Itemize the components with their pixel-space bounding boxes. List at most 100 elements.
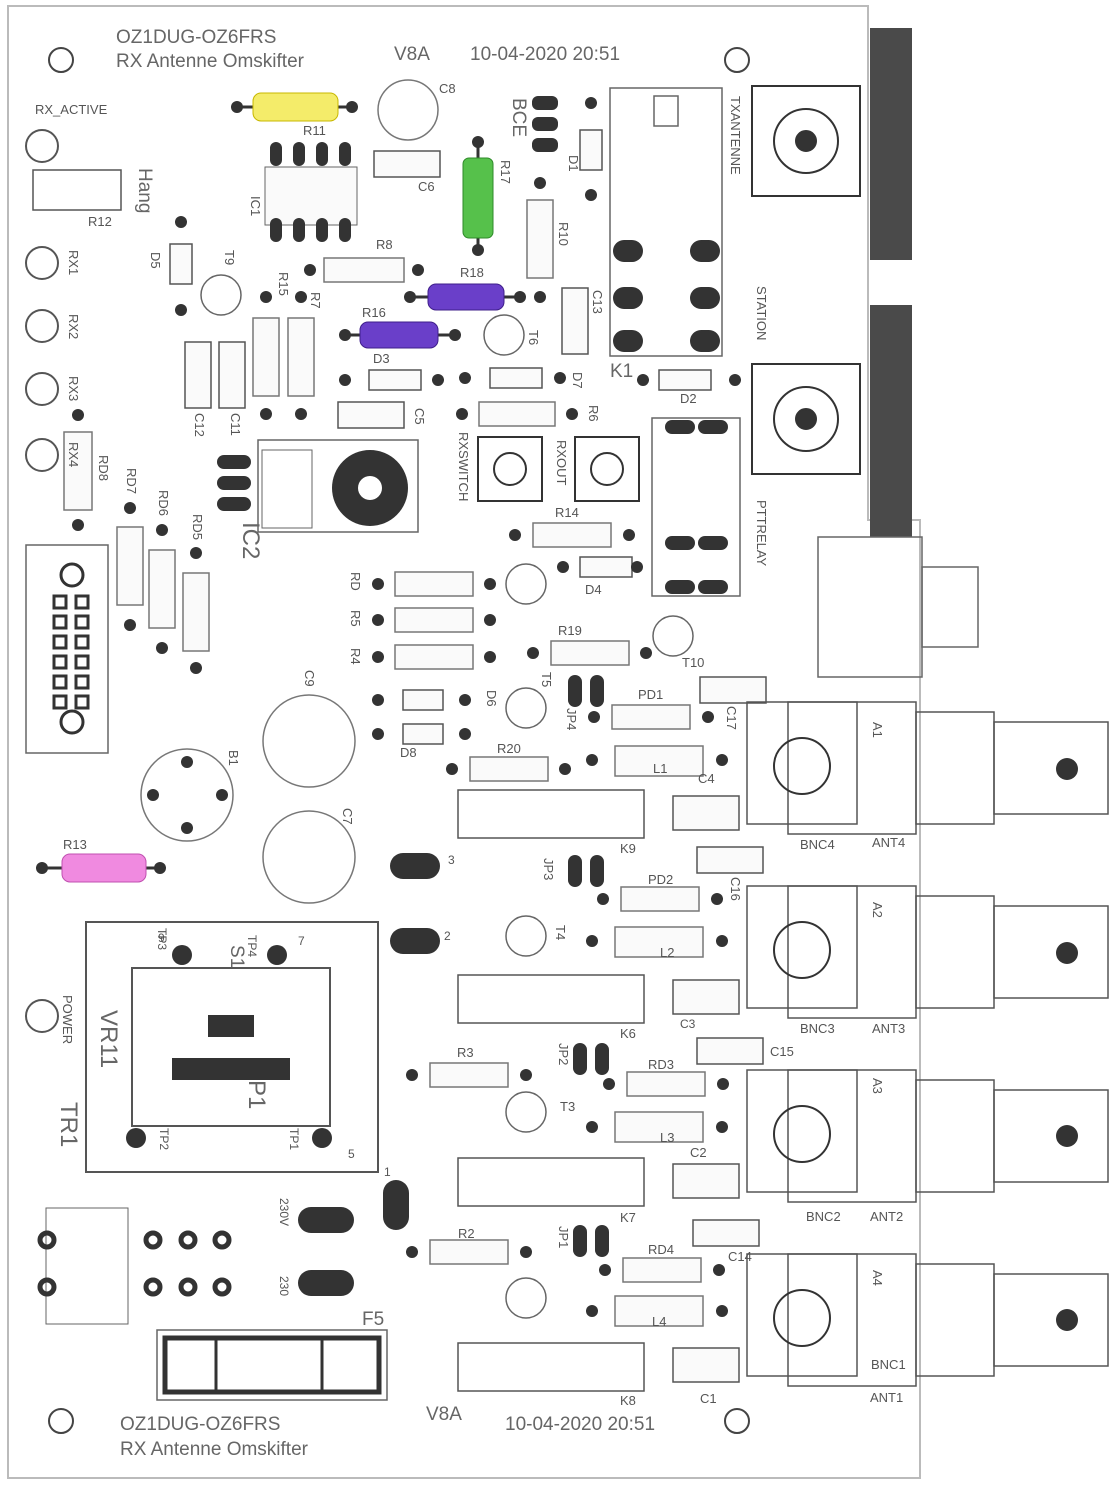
pin-number-7: 7 xyxy=(298,934,305,948)
footer-title-line1: OZ1DUG-OZ6FRS xyxy=(120,1414,281,1435)
label-r18: R18 xyxy=(460,265,484,280)
label-rx2: RX2 xyxy=(66,314,81,340)
transformer-pads xyxy=(126,945,332,1148)
label-r10: R10 xyxy=(556,222,571,246)
label-r13: R13 xyxy=(63,837,87,852)
label-ant2: ANT2 xyxy=(870,1209,904,1224)
bnc-dots xyxy=(1056,758,1078,1331)
label-jp4: JP4 xyxy=(564,708,579,731)
label-a4: A4 xyxy=(870,1270,885,1286)
pin-number-5: 5 xyxy=(348,1147,355,1161)
label-ant1: ANT1 xyxy=(870,1390,904,1405)
label-rx-active: RX_ACTIVE xyxy=(35,102,108,117)
label-rd8: RD8 xyxy=(96,455,111,482)
terminal-pads xyxy=(37,1230,232,1297)
bce-header xyxy=(532,96,558,152)
label-k7: K7 xyxy=(620,1210,636,1225)
label-d6: D6 xyxy=(484,690,499,707)
pin-number-2: 2 xyxy=(444,929,451,943)
label-b1: B1 xyxy=(226,750,241,766)
label-tp4: TP4 xyxy=(245,935,259,958)
label-ptt: PTTRELAY xyxy=(754,500,769,567)
mounting-hole-bl xyxy=(48,1408,74,1434)
edge-bar-bottom xyxy=(870,305,912,537)
resistor-r17 xyxy=(462,136,494,256)
resistor-r13 xyxy=(36,853,166,883)
label-r7: R7 xyxy=(308,292,323,309)
bnc-centers xyxy=(773,737,831,1347)
label-ant4: ANT4 xyxy=(872,835,906,850)
label-c16: C16 xyxy=(728,877,743,901)
label-r17: R17 xyxy=(498,160,513,184)
label-d2: D2 xyxy=(680,391,697,406)
label-l3: L3 xyxy=(660,1130,675,1145)
label-rx1: RX1 xyxy=(66,250,81,276)
vr11-part xyxy=(172,1015,290,1080)
label-rd7: RD7 xyxy=(124,468,139,495)
transistors xyxy=(200,274,694,1319)
label-c9: C9 xyxy=(302,670,317,687)
ic1-dip-package xyxy=(264,142,358,242)
label-c14: C14 xyxy=(728,1249,752,1264)
label-t9: T9 xyxy=(222,250,237,266)
resistor-r16 xyxy=(339,321,461,349)
header-title-line2: RX Antenne Omskifter xyxy=(116,51,304,72)
label-bnc2: BNC2 xyxy=(806,1209,841,1224)
label-t5: T5 xyxy=(539,672,554,688)
label-k1: K1 xyxy=(610,361,634,382)
relay-k1-pads xyxy=(613,240,720,352)
label-l2: L2 xyxy=(660,945,675,960)
label-s1: S1 xyxy=(226,945,247,969)
label-a3: A3 xyxy=(870,1078,885,1094)
label-txantenne: TXANTENNE xyxy=(728,96,743,175)
mounting-hole-br xyxy=(724,1408,750,1434)
label-vr11: VR11 xyxy=(95,1010,122,1069)
relays-row xyxy=(457,789,645,1392)
component-pads xyxy=(72,177,729,1317)
label-jp3: JP3 xyxy=(541,858,556,881)
pin-number-9: 9 xyxy=(158,931,165,945)
label-rxout: RXOUT xyxy=(554,440,569,486)
label-bnc4: BNC4 xyxy=(800,837,835,852)
mains-pads xyxy=(298,853,440,1296)
hang-header xyxy=(32,169,122,211)
rxswitch-connectors xyxy=(477,436,640,502)
label-r19: R19 xyxy=(558,623,582,638)
label-r12: R12 xyxy=(88,214,112,229)
header-version: V8A xyxy=(394,44,430,65)
label-l4: L4 xyxy=(652,1314,667,1329)
label-d8: D8 xyxy=(400,745,417,760)
label-rxswitch: RXSWITCH xyxy=(456,432,471,502)
bnc-blocks xyxy=(746,701,1109,1387)
small-capacitors xyxy=(184,150,767,1383)
resistor-r11 xyxy=(231,92,358,122)
bridge-b1 xyxy=(147,756,228,834)
resistor-r18 xyxy=(404,283,526,311)
label-t6: T6 xyxy=(526,330,541,346)
label-c6: C6 xyxy=(418,179,435,194)
label-pd2: PD2 xyxy=(648,872,674,887)
label-c12: C12 xyxy=(192,413,207,437)
label-rd6: RD6 xyxy=(156,490,171,517)
sma-txantenne xyxy=(751,85,861,197)
ic2-regulator xyxy=(217,439,419,533)
mounting-hole-tl xyxy=(48,47,74,73)
label-c15: C15 xyxy=(770,1044,794,1059)
label-r8: R8 xyxy=(376,237,393,252)
label-k9: K9 xyxy=(620,841,636,856)
label-c7: C7 xyxy=(340,808,355,825)
label-d7: D7 xyxy=(570,372,585,389)
pin-number-1: 1 xyxy=(384,1165,391,1179)
jumpers xyxy=(568,675,609,1257)
relay-k1 xyxy=(609,87,723,357)
diodes xyxy=(169,129,712,745)
label-d3: D3 xyxy=(373,351,390,366)
diode-pads xyxy=(175,97,741,740)
label-t4: T4 xyxy=(553,925,568,941)
label-power: POWER xyxy=(60,995,75,1045)
label-r6: R6 xyxy=(586,405,601,422)
resistor-outlines xyxy=(63,199,706,1327)
relay-ptt xyxy=(651,417,741,597)
mounting-hole-tr xyxy=(724,47,750,73)
label-a1: A1 xyxy=(870,722,885,738)
